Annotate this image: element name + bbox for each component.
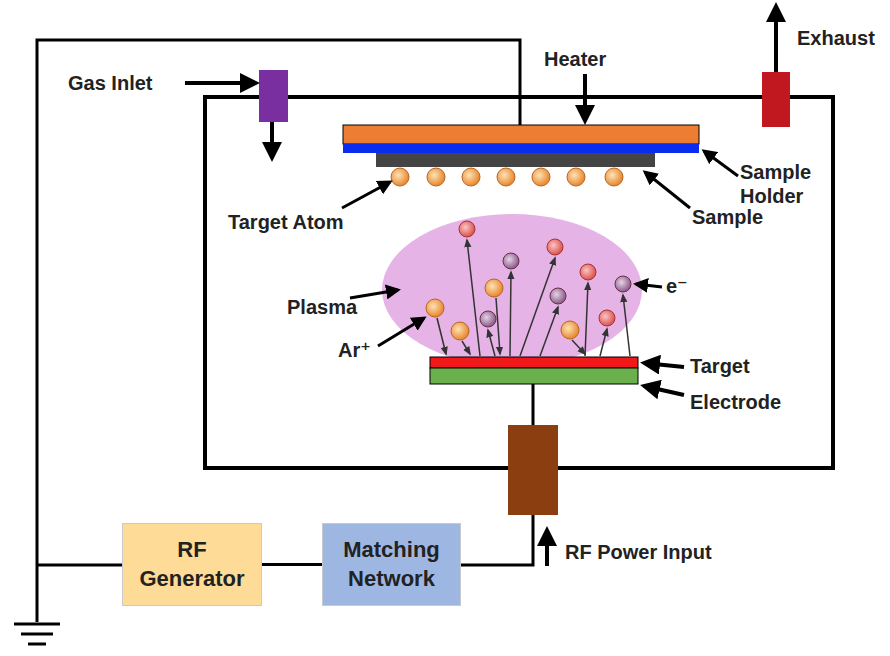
plasma-particles bbox=[426, 221, 631, 356]
plasma-cloud bbox=[382, 214, 642, 366]
port-label: RF Power Input bbox=[565, 540, 712, 564]
particle bbox=[580, 264, 596, 280]
argon-ion bbox=[451, 322, 469, 340]
target-atom bbox=[462, 168, 480, 186]
argon-ion bbox=[561, 321, 579, 339]
leader-arrow bbox=[644, 386, 684, 395]
argon-ion bbox=[426, 299, 444, 317]
target-atom bbox=[497, 168, 515, 186]
particle-path bbox=[467, 240, 480, 356]
ion-path bbox=[496, 298, 500, 354]
target-atom bbox=[532, 168, 550, 186]
target bbox=[430, 357, 638, 368]
particle-path bbox=[623, 295, 630, 356]
gas-inlet-port bbox=[259, 70, 288, 122]
matching-network-box: Matching Network bbox=[322, 523, 461, 606]
exhaust-arrow bbox=[774, 6, 778, 72]
particle bbox=[480, 311, 496, 327]
part-label: Sample Holder bbox=[740, 160, 835, 208]
leader-arrow bbox=[704, 151, 738, 176]
ion-path bbox=[462, 341, 470, 354]
sample bbox=[376, 153, 655, 167]
ground-symbol bbox=[14, 624, 60, 644]
particle bbox=[547, 239, 563, 255]
leader-arrow bbox=[350, 290, 398, 298]
part-label: Target Atom bbox=[228, 210, 344, 234]
deposited-atoms bbox=[391, 168, 623, 186]
leader-arrow bbox=[545, 530, 549, 566]
electrode-lead bbox=[532, 384, 535, 425]
ion-path bbox=[572, 340, 585, 354]
target-atom bbox=[427, 168, 445, 186]
particle-path bbox=[510, 272, 511, 356]
part-label: Sample bbox=[692, 205, 763, 229]
sample-holder bbox=[343, 144, 699, 153]
target-atom bbox=[391, 168, 409, 186]
generator-box: RF Generator bbox=[122, 523, 262, 606]
particle-path bbox=[488, 330, 495, 356]
exhaust-port bbox=[762, 72, 790, 127]
particle-path bbox=[520, 258, 555, 356]
signal-wire bbox=[262, 563, 322, 566]
leader-arrow bbox=[644, 363, 684, 367]
box-label: Matching Network bbox=[330, 536, 453, 593]
leader-arrow bbox=[645, 172, 690, 208]
ion-path bbox=[437, 318, 446, 354]
particle-path bbox=[540, 307, 558, 356]
vacuum-chamber bbox=[205, 97, 833, 468]
ground-wire bbox=[37, 564, 122, 567]
heater bbox=[343, 125, 699, 144]
particle bbox=[459, 221, 475, 237]
particle-label: Ar⁺ bbox=[338, 338, 371, 362]
particle-path bbox=[585, 283, 588, 356]
target-atom bbox=[567, 168, 585, 186]
target-atom bbox=[605, 168, 623, 186]
leader-arrow bbox=[583, 74, 587, 121]
leader-arrow bbox=[342, 182, 390, 208]
part-label: Electrode bbox=[690, 390, 781, 414]
particle bbox=[599, 310, 615, 326]
rf-feedthrough bbox=[508, 425, 558, 515]
particle bbox=[550, 288, 566, 304]
particle-label: e⁻ bbox=[666, 274, 688, 298]
particle-path bbox=[600, 329, 607, 356]
port-label: Exhaust bbox=[797, 26, 875, 50]
particle bbox=[615, 276, 631, 292]
gas-flow-arrow bbox=[270, 122, 274, 158]
part-label: Plasma bbox=[287, 295, 357, 319]
leader-arrow bbox=[636, 284, 662, 287]
part-label: Heater bbox=[544, 47, 606, 71]
rf-wire bbox=[461, 515, 533, 565]
box-label: RF Generator bbox=[130, 536, 254, 593]
argon-ion bbox=[485, 279, 503, 297]
port-label: Gas Inlet bbox=[68, 71, 152, 95]
part-label: Target bbox=[690, 354, 750, 378]
particle bbox=[503, 253, 519, 269]
electrode bbox=[430, 368, 638, 384]
leader-arrow bbox=[185, 81, 256, 85]
leader-arrow bbox=[378, 318, 424, 346]
